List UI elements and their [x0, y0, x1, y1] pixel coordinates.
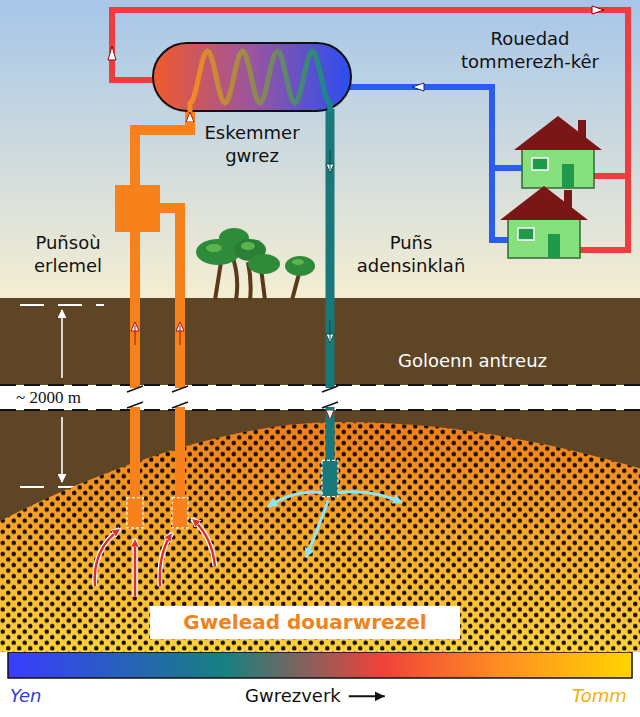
reservoir-shape — [0, 422, 640, 652]
district-heating-pipes — [108, 46, 116, 60]
reservoir-shape — [95, 529, 120, 587]
scale-label: Yen — [10, 685, 42, 708]
reservoir-shape — [95, 529, 120, 587]
scale-title: Gwrezverk — [245, 685, 341, 708]
reservoir-shape — [172, 498, 188, 528]
depth-dimension — [20, 304, 104, 306]
network-label: Rouedad tommerezh-kêr — [440, 28, 620, 73]
dimension-label: ~ 2000 m — [16, 387, 81, 408]
flow-arrow — [326, 320, 334, 343]
heat-exchanger — [152, 42, 352, 112]
reservoir-shape — [95, 519, 215, 597]
house — [500, 186, 588, 258]
pipe-break — [127, 386, 338, 408]
geothermal-reservoir: Gwelead douarwrezel — [0, 420, 640, 650]
well-label: Puñsoù erlemel — [16, 232, 120, 277]
house — [500, 186, 588, 220]
house — [514, 116, 602, 188]
pump — [115, 185, 160, 232]
scale-arrow — [349, 695, 385, 697]
trees — [241, 242, 255, 250]
house — [508, 218, 580, 258]
depth-dimension — [61, 310, 63, 378]
pipe-break — [126, 386, 339, 408]
cover-layer — [0, 384, 640, 386]
reservoir-shape — [192, 519, 215, 566]
reservoir-shape — [135, 418, 180, 501]
trees — [248, 254, 280, 274]
house — [518, 228, 534, 240]
reservoir-shape — [95, 519, 215, 597]
scale-label: Tomm — [572, 685, 627, 708]
layer-label: Goloenn antreuz — [398, 350, 547, 373]
reservoir-shape — [326, 418, 335, 462]
sky — [0, 0, 640, 300]
flow-arrow — [131, 322, 139, 345]
reservoir-shape — [160, 533, 172, 586]
node-label: Eskemmer gwrez — [197, 122, 307, 167]
house — [548, 234, 560, 258]
cover-layer — [0, 385, 640, 410]
house — [532, 158, 548, 170]
trees — [285, 256, 315, 276]
trees — [292, 259, 304, 265]
district-heating-pipes — [592, 6, 604, 14]
district-heating-pipes — [412, 83, 424, 91]
trees — [196, 228, 315, 300]
reservoir-shape — [134, 539, 137, 597]
depth-dimension — [61, 417, 63, 482]
reservoir-shape — [127, 498, 143, 528]
reservoir-shape — [322, 460, 338, 496]
temperature-bar — [8, 652, 632, 678]
exchanger-tank — [153, 43, 351, 111]
reservoir-shape — [268, 492, 322, 507]
node-label: Gwelead douarwrezel — [150, 606, 460, 639]
reservoir-shape — [0, 422, 640, 652]
reservoir-shape — [160, 533, 172, 586]
reservoir-shape — [192, 519, 215, 566]
pump — [115, 185, 160, 232]
temperature-bar — [8, 652, 632, 678]
production-pipe — [135, 112, 190, 420]
flow-arrow — [326, 150, 334, 173]
reservoir-shape — [306, 501, 328, 557]
flow-arrow — [131, 150, 334, 345]
house — [514, 116, 602, 150]
heat-exchanger: Eskemmer gwrez — [152, 42, 352, 112]
exchanger-coil — [190, 51, 330, 112]
reservoir-shape — [268, 492, 402, 557]
cover-layer — [0, 409, 640, 411]
flow-arrow — [176, 322, 184, 345]
sky — [0, 0, 640, 300]
house — [562, 164, 574, 188]
house — [522, 148, 594, 188]
trees — [206, 244, 222, 252]
reservoir-shape — [133, 539, 138, 597]
well-label: Puñs adensinklañ — [348, 232, 474, 277]
reinjection-pipe — [326, 109, 335, 420]
district-heating-pipes — [348, 87, 522, 240]
reservoir-shape — [338, 492, 402, 503]
